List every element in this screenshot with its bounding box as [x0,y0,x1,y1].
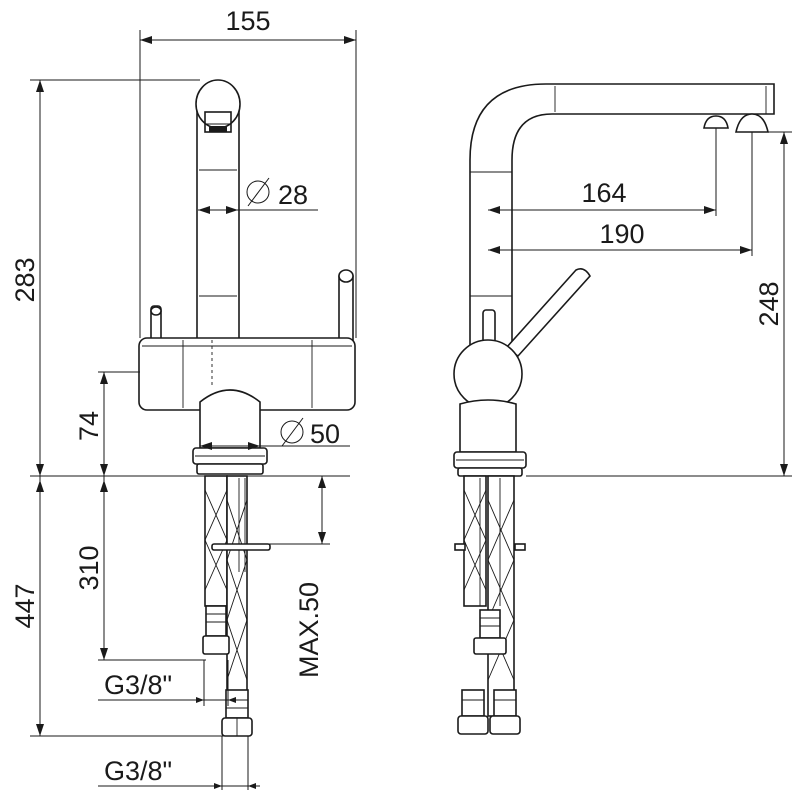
dim-447-label: 447 [10,583,40,628]
dim-50-label: 50 [310,419,340,449]
dim-248-label: 248 [754,281,784,326]
diameter-symbol-28 [246,177,270,207]
side-hoses [454,475,526,735]
dim-g38-upper-label: G3/8" [104,670,172,700]
side-dimensions: 164 190 248 [488,128,792,477]
front-spout [195,79,241,351]
front-left-lever [150,305,162,343]
side-body [453,339,523,409]
diameter-symbol-50 [280,417,304,447]
front-dimensions: 155 28 283 74 50 [10,6,357,790]
front-right-lever [338,269,354,349]
dim-74-label: 74 [74,411,104,441]
front-hoses [202,475,271,737]
dim-164-label: 164 [581,178,626,208]
front-view [138,79,356,737]
dim-g38-lower-label: G3/8" [104,756,172,786]
dim-28-label: 28 [278,180,308,210]
dim-max50-label: MAX.50 [294,582,324,678]
dim-190-label: 190 [599,219,644,249]
side-base [453,399,527,477]
side-handle [482,268,591,358]
dim-283-label: 283 [10,257,40,302]
front-body [138,337,356,411]
dim-310-label: 310 [74,545,104,590]
front-base [192,389,268,475]
side-spout [469,83,775,351]
side-view [453,83,775,735]
dim-155-label: 155 [225,6,270,36]
